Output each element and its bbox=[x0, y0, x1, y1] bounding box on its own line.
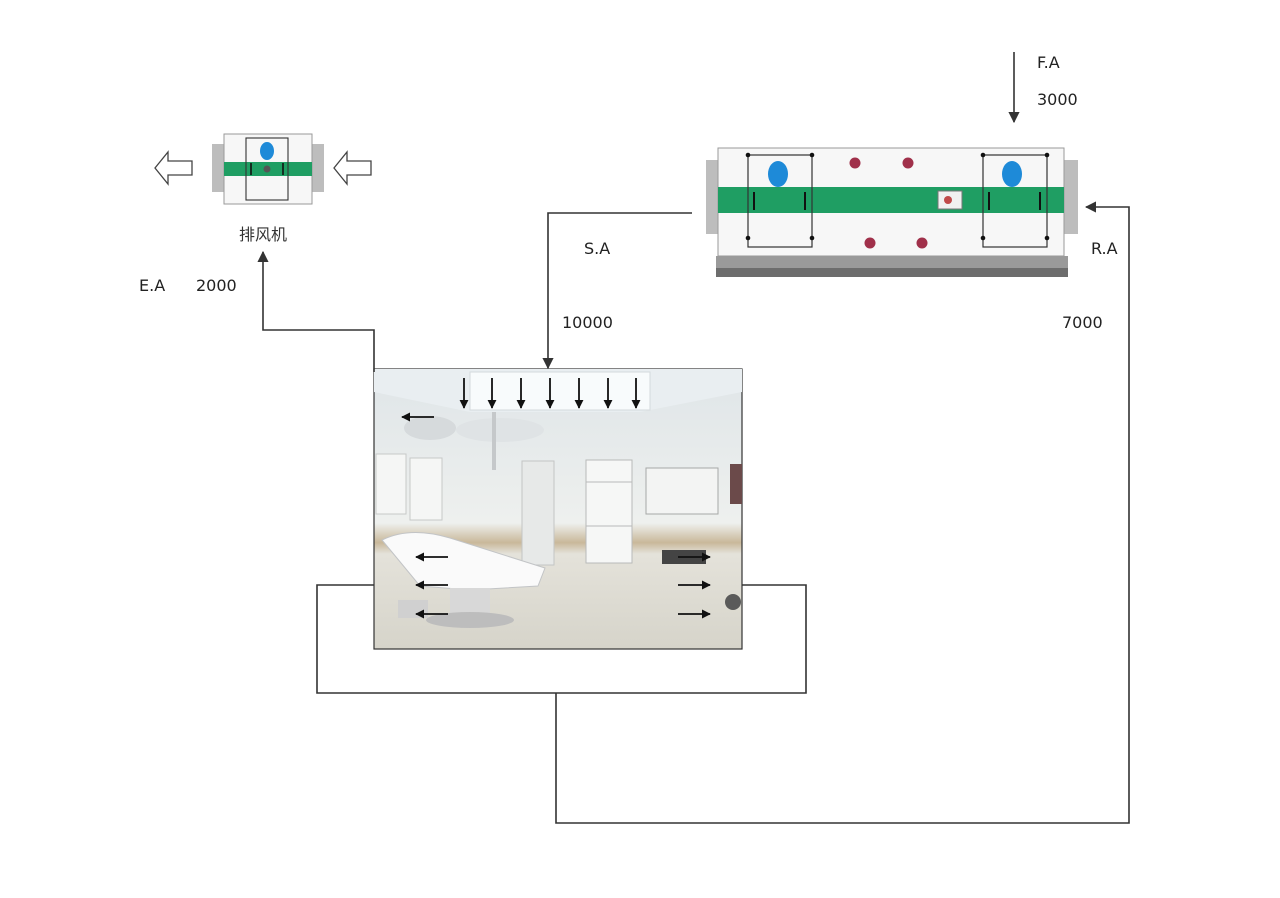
ahu-inlet-flange-right bbox=[1064, 160, 1078, 234]
supply-air-duct bbox=[548, 213, 692, 368]
supply-air-volume: 10000 bbox=[562, 313, 613, 332]
fan-icon bbox=[768, 161, 788, 187]
supply-air-label: S.A bbox=[584, 239, 610, 258]
exhaust-air-volume: 2000 bbox=[196, 276, 237, 295]
fan-icon bbox=[260, 142, 274, 160]
coil-icon bbox=[850, 158, 861, 169]
coil-icon bbox=[865, 238, 876, 249]
intake-hollow-arrow-icon bbox=[334, 152, 371, 184]
coil-icon bbox=[917, 238, 928, 249]
exhaust-air-label: E.A bbox=[139, 276, 165, 295]
coil-icon bbox=[903, 158, 914, 169]
fan-icon bbox=[1002, 161, 1022, 187]
ahu-base-shadow bbox=[716, 268, 1068, 277]
operating-room-picture bbox=[374, 369, 742, 649]
air-handling-unit bbox=[706, 148, 1078, 277]
return-air-volume: 7000 bbox=[1062, 313, 1103, 332]
fresh-air-volume: 3000 bbox=[1037, 90, 1078, 109]
ahu-filter-band bbox=[718, 187, 1064, 213]
exhaust-air-duct bbox=[263, 252, 374, 372]
return-air-label: R.A bbox=[1091, 239, 1118, 258]
discharge-hollow-arrow-icon bbox=[155, 152, 192, 184]
exhaust-fan-unit bbox=[212, 134, 324, 204]
exhaust-fan-label: 排风机 bbox=[239, 225, 287, 244]
fresh-air-label: F.A bbox=[1037, 53, 1060, 72]
ahu-base bbox=[716, 256, 1068, 268]
